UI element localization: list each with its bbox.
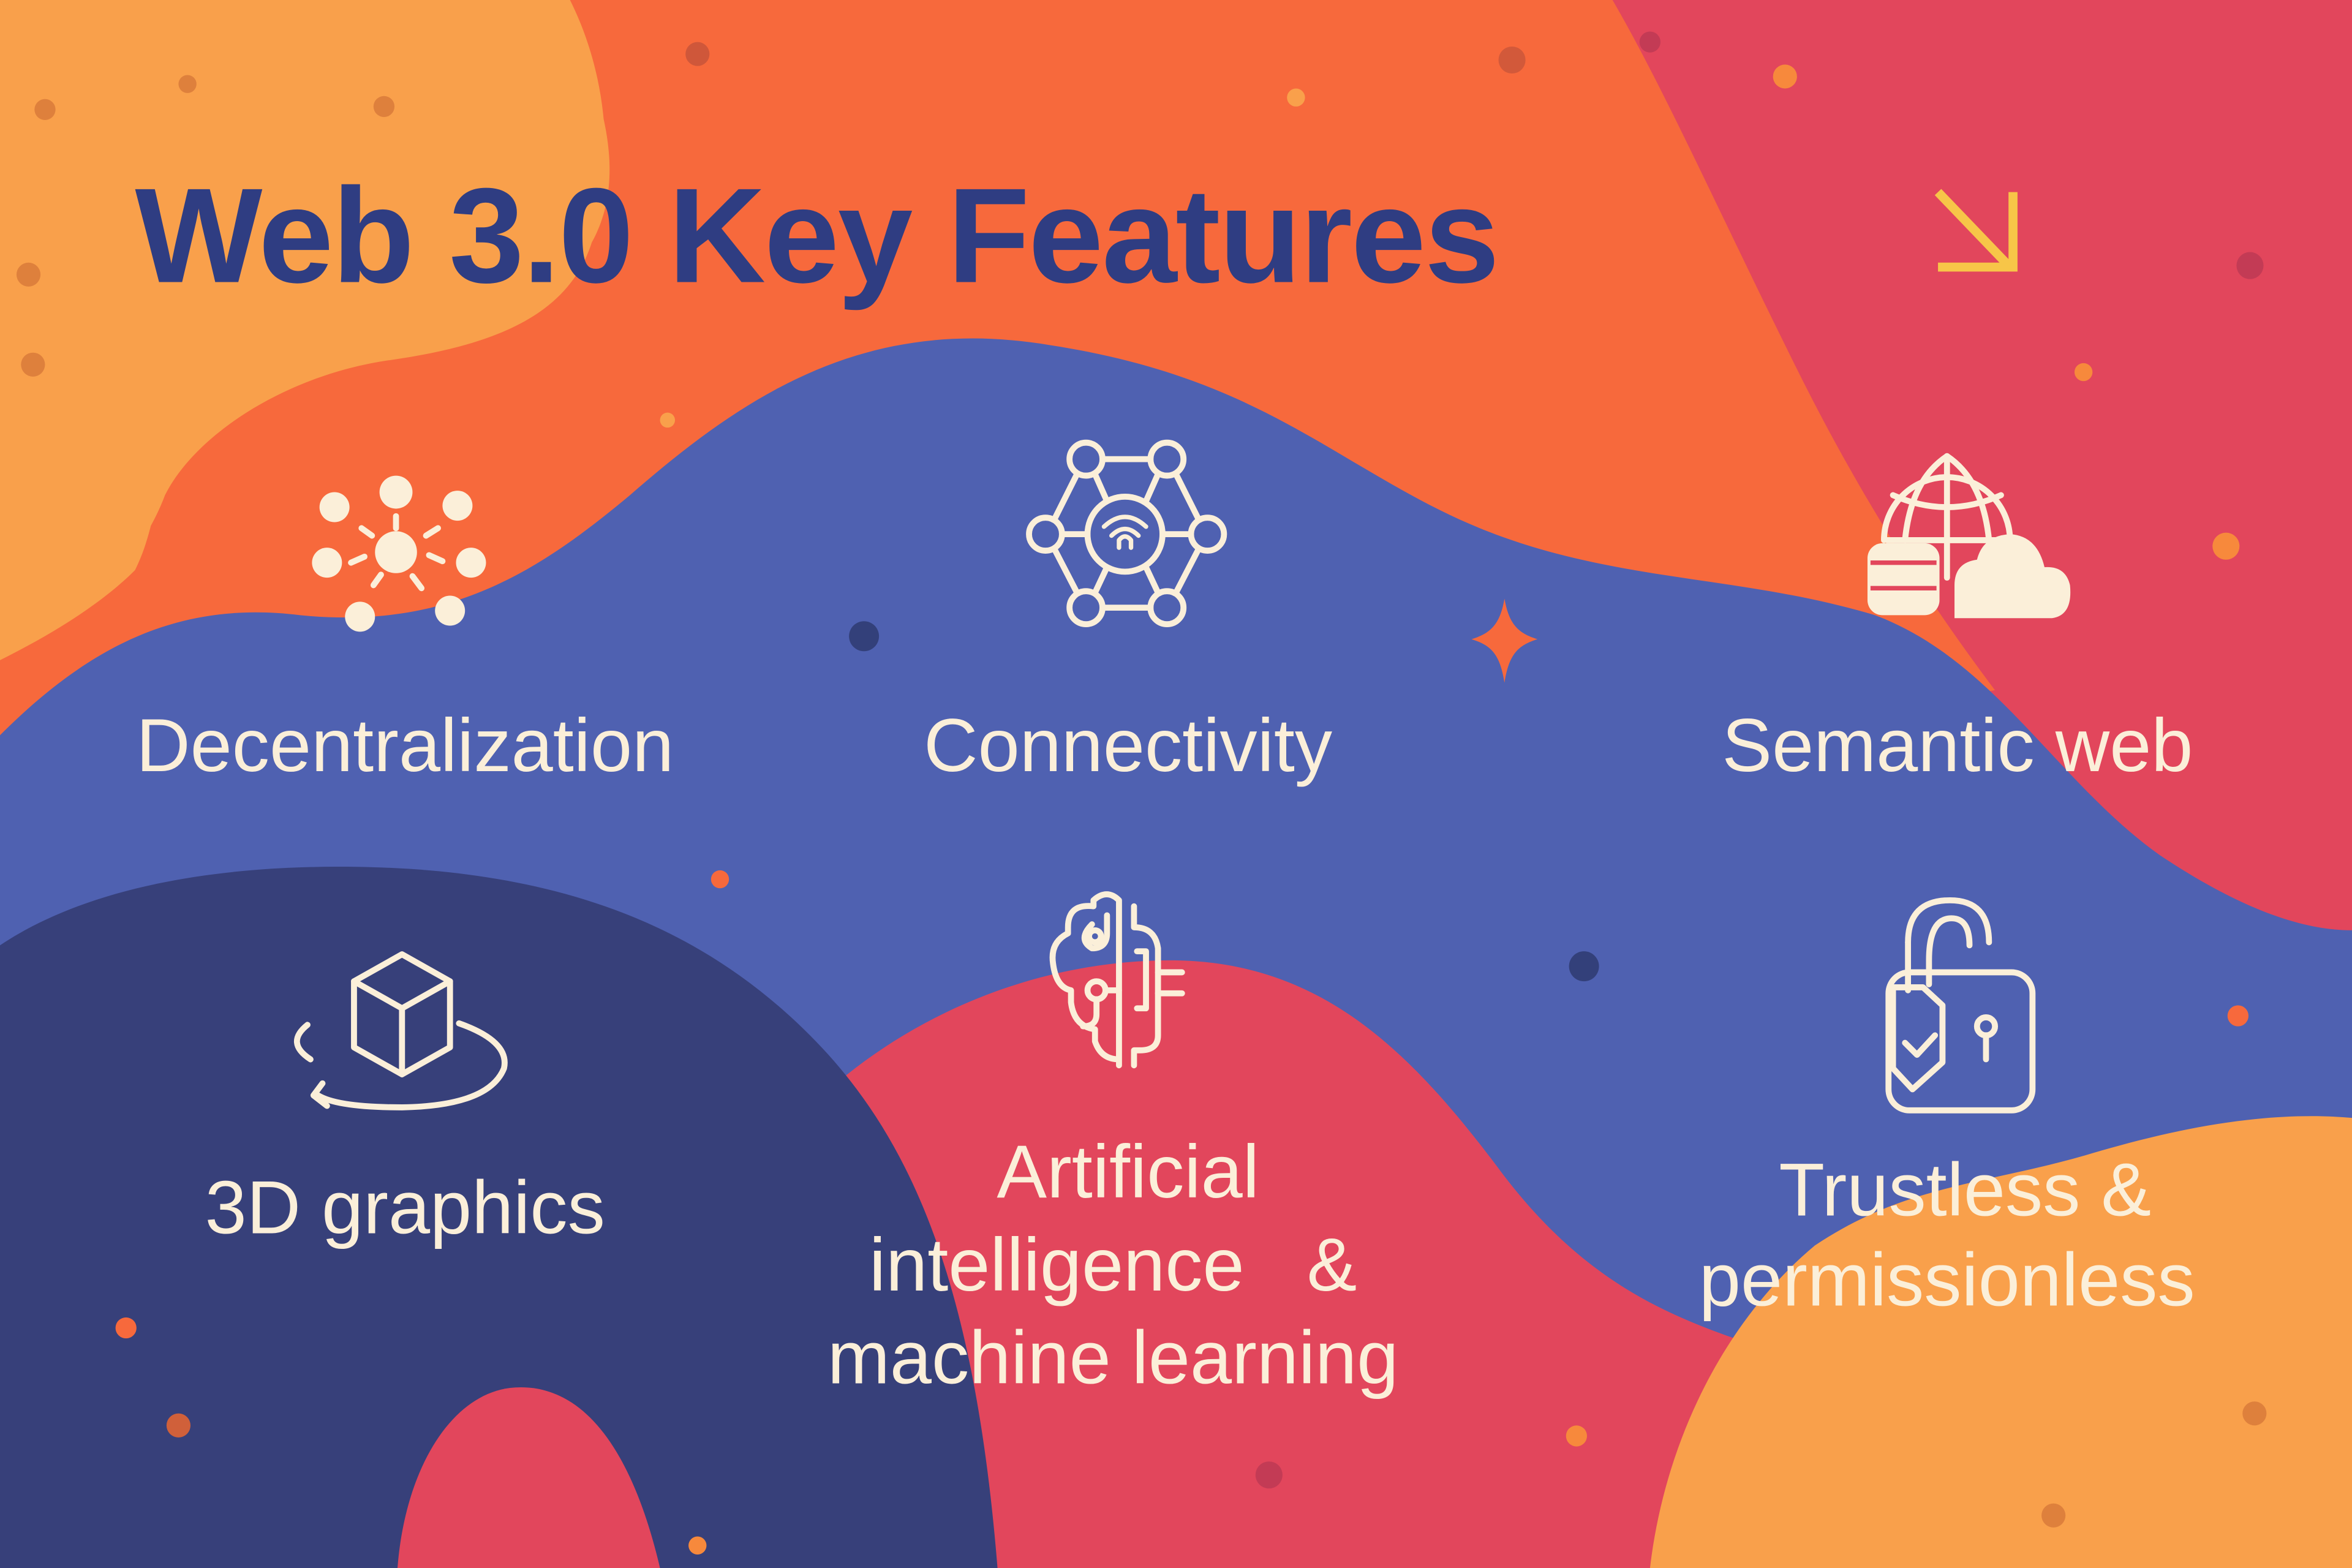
feature-label-connectivity: Connectivity: [924, 703, 1332, 787]
feature-label-ai-line-3: machine learning: [827, 1316, 1398, 1400]
bg-coral-bottom-left-blob: [397, 1387, 660, 1568]
feature-label-3d-graphics: 3D graphics: [205, 1166, 605, 1250]
bg-coral-lower-center: [840, 960, 1782, 1568]
feature-decentralization: Decentralization: [136, 475, 674, 787]
feature-trustless-permissionless: Trustless & permissionless: [1699, 897, 2195, 1321]
feature-3d-graphics: 3D graphics: [205, 951, 605, 1250]
bg-navy-bottom-left: [0, 867, 998, 1568]
bg-light-orange-top-left: [0, 0, 606, 646]
feature-label-decentralization: Decentralization: [136, 703, 674, 787]
bg-light-orange-bottom-right: [1649, 1116, 2352, 1568]
feature-label-trustless-line-2: permissionless: [1699, 1237, 2195, 1321]
feature-label-semantic-web: Semantic web: [1722, 703, 2193, 787]
decorative-dots: [16, 31, 2267, 1555]
connected-nodes-wifi-icon: [1026, 439, 1227, 627]
rotating-cube-icon: [294, 951, 508, 1110]
cloud-icon: [1954, 534, 2071, 619]
globe-database-cloud-icon: [1867, 453, 2071, 619]
page-title: Web 3.0 Key Features: [135, 160, 1498, 311]
brain-circuit-icon: [1049, 891, 1185, 1069]
feature-label-trustless-line-1: Trustless &: [1779, 1147, 2151, 1231]
feature-label-ai-line-1: Artificial: [997, 1129, 1259, 1213]
feature-label-ai-line-2: intelligence &: [869, 1223, 1357, 1306]
feature-connectivity: Connectivity: [924, 439, 1332, 787]
unlocked-padlock-shield-icon: [1885, 897, 2036, 1114]
four-point-star-icon: [1471, 598, 1538, 683]
network-hub-icon: [312, 475, 486, 632]
feature-semantic-web: Semantic web: [1722, 453, 2193, 787]
database-icon: [1867, 543, 1940, 616]
feature-ai-ml: Artificial intelligence & machine learni…: [827, 891, 1398, 1400]
arrow-down-right-icon: [1934, 189, 2018, 272]
